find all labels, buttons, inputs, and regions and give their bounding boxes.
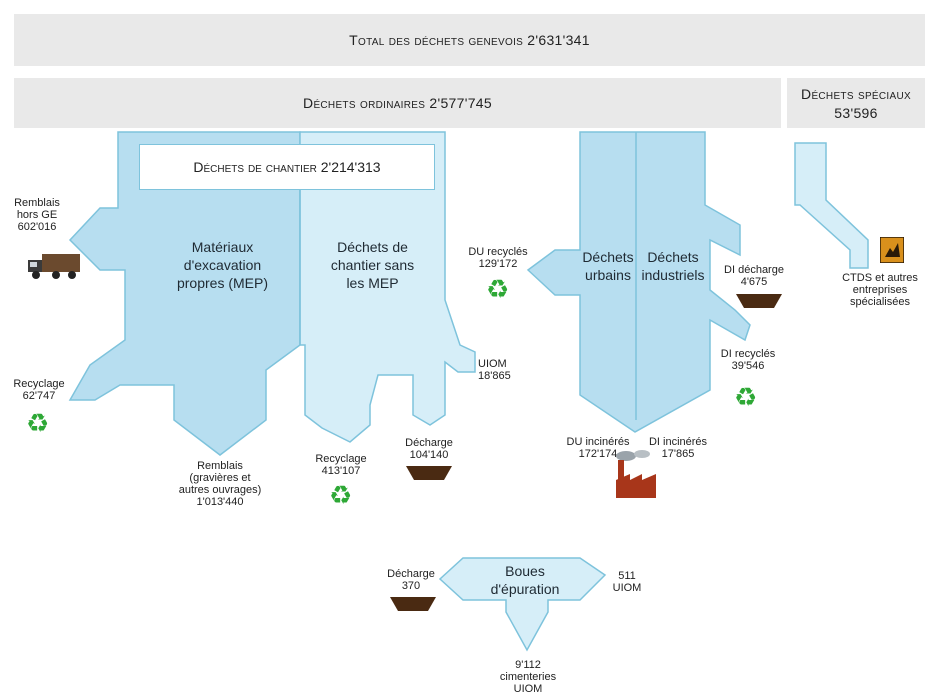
chantier-sans-mep-flow — [299, 131, 476, 443]
recycling-mid-value: 413'107 — [321, 465, 361, 477]
landfill-icon — [390, 597, 436, 611]
truck-icon — [28, 254, 80, 279]
urbains-flow — [526, 131, 751, 433]
cimenteries-value: 9'112 — [515, 659, 541, 671]
recycle-icon: ♻ — [26, 408, 50, 438]
ctds-line3: spécialisées — [850, 296, 910, 308]
recycling-left-title: Recyclage — [13, 378, 65, 390]
recycling-left-value: 62'747 — [22, 390, 56, 402]
boues-label-line2: d'épuration — [490, 581, 560, 597]
du-incineres-title: DU incinérés — [566, 436, 630, 448]
industriels-label: Déchets industriels — [638, 248, 708, 284]
remblais-gravieres-line3: autres ouvrages) — [178, 484, 262, 496]
cimenteries-label: 9'112 cimenteries UIOM — [486, 659, 570, 695]
decharge-label: Décharge 104'140 — [396, 437, 462, 461]
recycle-icon: ♻ — [329, 480, 353, 510]
di-decharge-title: DI décharge — [724, 264, 784, 276]
uiom-chantier-title: UIOM — [478, 358, 507, 370]
remblais-gravieres-line2: (gravières et — [189, 472, 251, 484]
mep-label-line1: Matériaux — [191, 239, 254, 255]
urbains-label-line2: urbains — [585, 267, 631, 283]
sans-mep-label: Déchets de chantier sans les MEP — [310, 238, 435, 292]
recycle-icon: ♻ — [486, 274, 510, 304]
boues-flow — [438, 557, 607, 652]
factory-icon — [616, 450, 656, 498]
boues-decharge-title: Décharge — [387, 568, 435, 580]
recycle-icon: ♻ — [734, 382, 758, 412]
boues-decharge-value: 370 — [401, 580, 421, 592]
du-incineres-label: DU incinérés 172'174 — [560, 436, 636, 460]
boues-label-line1: Boues — [505, 563, 545, 579]
landfill-icon — [406, 466, 452, 480]
remblais-hors-ge-line2: hors GE — [16, 209, 58, 221]
remblais-hors-ge-line1: Remblais — [14, 197, 60, 209]
landfill-icon — [736, 294, 782, 308]
uiom-chantier-value: 18'865 — [478, 370, 511, 382]
di-decharge-value: 4'675 — [740, 276, 768, 288]
du-recycles-label: DU recyclés 129'172 — [462, 246, 534, 270]
mep-label: Matériaux d'excavation propres (MEP) — [160, 238, 285, 292]
urbains-label-line1: Déchets — [582, 249, 634, 265]
di-incineres-label: DI incinérés 17'865 — [640, 436, 716, 460]
recycling-mid-label: Recyclage 413'107 — [308, 453, 374, 477]
hazard-icon — [880, 237, 904, 263]
di-incineres-title: DI incinérés — [648, 436, 708, 448]
remblais-gravieres-value: 1'013'440 — [196, 496, 244, 508]
mep-label-line2: d'excavation — [183, 257, 262, 273]
chantier-title-box: Déchets de chantier 2'214'313 — [139, 144, 435, 190]
du-recycles-title: DU recyclés — [468, 246, 528, 258]
recycling-left-label: Recyclage 62'747 — [6, 378, 72, 402]
sans-mep-label-line2: chantier sans — [330, 257, 415, 273]
remblais-gravieres-line1: Remblais — [197, 460, 243, 472]
special-waste-bar: Déchets spéciaux 53'596 — [787, 78, 925, 128]
special-waste-value: 53'596 — [834, 104, 878, 121]
urbains-label: Déchets urbains — [578, 248, 638, 284]
du-incineres-value: 172'174 — [578, 448, 618, 460]
boues-uiom-title: UIOM — [612, 582, 642, 594]
di-decharge-label: DI décharge 4'675 — [718, 264, 790, 288]
decharge-title: Décharge — [405, 437, 453, 449]
boues-decharge-label: Décharge 370 — [380, 568, 442, 592]
mep-flow — [68, 131, 301, 456]
ctds-line2: entreprises — [852, 284, 908, 296]
remblais-gravieres-label: Remblais (gravières et autres ouvrages) … — [160, 460, 280, 508]
cimenteries-uiom: UIOM — [513, 683, 543, 695]
industriels-label-line1: Déchets — [647, 249, 699, 265]
ctds-label: CTDS et autres entreprises spécialisées — [836, 272, 924, 308]
di-recycles-title: DI recyclés — [720, 348, 776, 360]
boues-uiom-value: 511 — [618, 570, 636, 582]
industriels-label-line2: industriels — [641, 267, 705, 283]
mep-label-line3: propres (MEP) — [176, 275, 269, 291]
ordinary-waste-bar: Déchets ordinaires 2'577'745 — [14, 78, 781, 128]
decharge-value: 104'140 — [409, 449, 449, 461]
total-waste-bar: Total des déchets genevois 2'631'341 — [14, 14, 925, 66]
sans-mep-label-line1: Déchets de — [337, 239, 408, 255]
cimenteries-title: cimenteries — [499, 671, 557, 683]
boues-label: Boues d'épuration — [470, 562, 580, 598]
di-recycles-value: 39'546 — [731, 360, 765, 372]
du-recycles-value: 129'172 — [478, 258, 518, 270]
boues-uiom-label: 511 UIOM — [604, 570, 650, 594]
sans-mep-label-line3: les MEP — [346, 275, 399, 291]
remblais-hors-ge-value: 602'016 — [17, 221, 57, 233]
di-recycles-label: DI recyclés 39'546 — [712, 348, 784, 372]
di-incineres-value: 17'865 — [661, 448, 695, 460]
recycling-mid-title: Recyclage — [315, 453, 367, 465]
special-waste-flow — [794, 142, 869, 269]
uiom-chantier-label: UIOM 18'865 — [478, 358, 522, 382]
remblais-hors-ge-label: Remblais hors GE 602'016 — [6, 197, 68, 233]
ctds-line1: CTDS et autres — [842, 272, 918, 284]
special-waste-title: Déchets spéciaux — [801, 85, 911, 102]
